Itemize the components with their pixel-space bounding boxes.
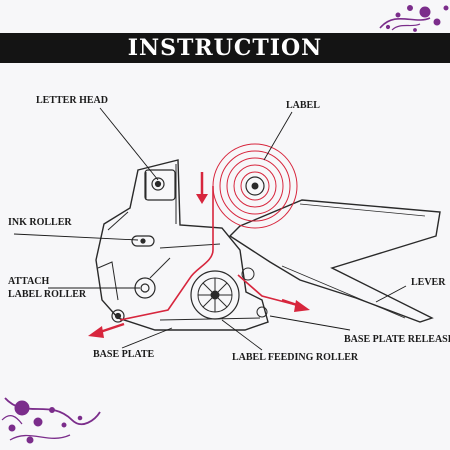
flow-arrows	[88, 172, 310, 338]
label-base-plate: BASE PLATE	[93, 349, 155, 360]
flourish-top-right	[379, 5, 449, 32]
label-attach-line2: LABEL ROLLER	[8, 289, 87, 300]
label-lever: LEVER	[411, 277, 446, 288]
label-label: LABEL	[286, 100, 320, 111]
letter-head	[144, 169, 176, 201]
lever-arm	[228, 199, 441, 323]
leader-lines	[13, 107, 407, 351]
label-feeding-roller	[190, 267, 268, 320]
label-attach-line1: ATTACH	[8, 276, 50, 287]
label-label-feeding-roller: LABEL FEEDING ROLLER	[232, 352, 359, 363]
label-spool	[212, 143, 298, 229]
title-banner	[0, 33, 450, 63]
label-ink-roller: INK ROLLER	[8, 217, 72, 228]
label-letter-head: LETTER HEAD	[36, 95, 108, 106]
label-base-plate-release: BASE PLATE RELEASE	[344, 334, 450, 345]
ink-roller	[131, 235, 155, 247]
attach-label-roller	[111, 257, 171, 323]
flourish-bottom-left	[1, 397, 101, 444]
labeler-body	[95, 159, 269, 331]
page-title: INSTRUCTION	[127, 35, 323, 61]
